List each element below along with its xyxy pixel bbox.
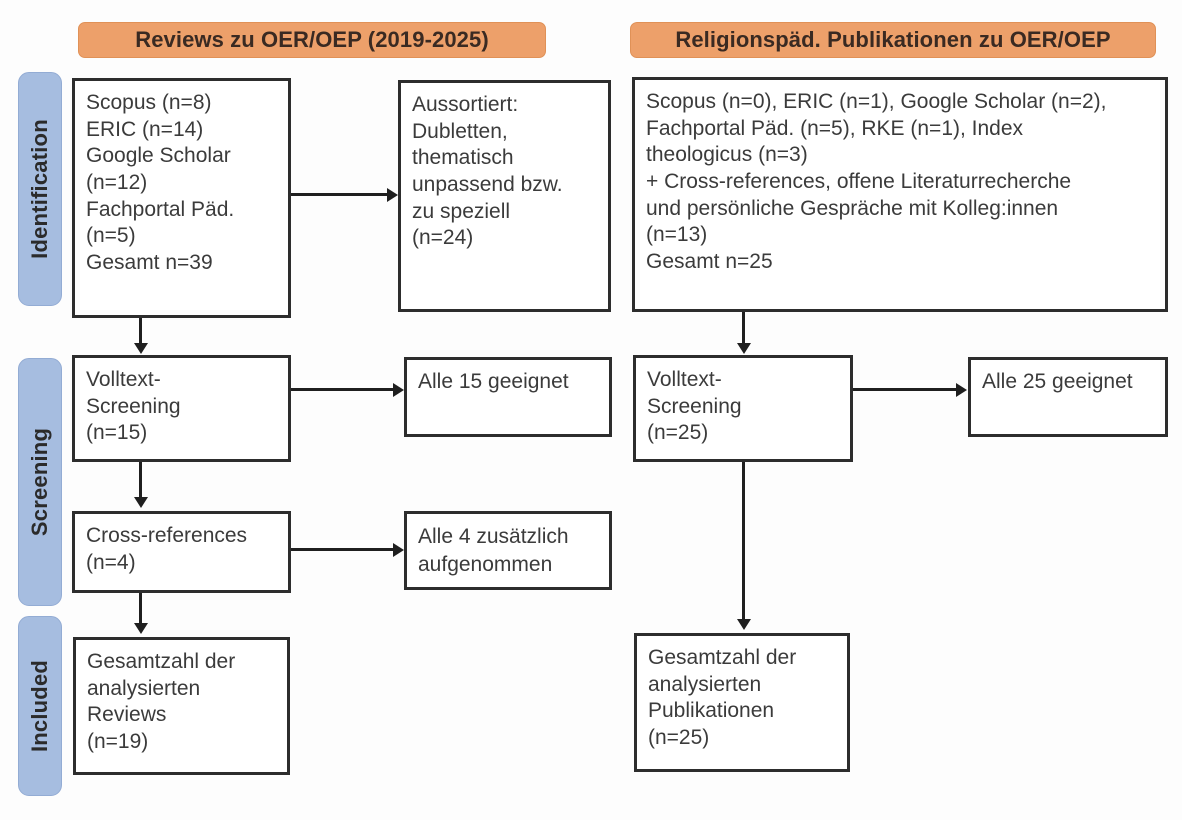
arrowhead-right-sources-to-fulltext — [737, 343, 751, 354]
column-header-reviews-label: Reviews zu OER/OEP (2019-2025) — [135, 27, 489, 52]
box-left-included-total: Gesamtzahl der analysierten Reviews (n=1… — [73, 637, 290, 775]
arrowhead-left-crossrefs-to-included — [134, 623, 148, 634]
arrowhead-right-fulltext-to-result — [956, 383, 967, 397]
stage-label-screening-text: Screening — [27, 427, 53, 537]
connector-right-sources-to-fulltext — [742, 312, 745, 344]
column-header-religionspaed-label: Religionspäd. Publikationen zu OER/OEP — [675, 27, 1111, 52]
box-left-fulltext-result: Alle 15 geeignet — [404, 357, 612, 437]
box-left-crossreferences-result: Alle 4 zusätzlich aufgenommen — [404, 511, 612, 590]
column-header-reviews: Reviews zu OER/OEP (2019-2025) — [78, 22, 546, 58]
stage-label-included: Included — [18, 616, 62, 796]
connector-left-fulltext-to-result — [291, 388, 393, 391]
connector-left-crossrefs-to-included — [139, 593, 142, 624]
connector-right-fulltext-to-result — [853, 388, 956, 391]
box-left-sources: Scopus (n=8) ERIC (n=14) Google Scholar … — [72, 78, 291, 318]
arrowhead-left-sources-to-fulltext — [134, 343, 148, 354]
stage-label-screening: Screening — [18, 358, 62, 606]
column-header-religionspaed: Religionspäd. Publikationen zu OER/OEP — [630, 22, 1156, 58]
connector-left-fulltext-to-crossrefs — [139, 462, 142, 498]
box-right-sources: Scopus (n=0), ERIC (n=1), Google Scholar… — [632, 77, 1168, 312]
stage-label-identification-text: Identification — [27, 119, 53, 259]
box-left-crossreferences: Cross-references (n=4) — [72, 511, 291, 593]
box-left-excluded: Aussortiert: Dubletten, thematisch unpas… — [398, 80, 611, 312]
box-right-included-total: Gesamtzahl der analysierten Publikatione… — [634, 633, 850, 772]
arrowhead-right-fulltext-to-included — [737, 619, 751, 630]
arrowhead-left-sources-to-excluded — [387, 188, 398, 202]
connector-left-crossrefs-to-result — [291, 548, 393, 551]
connector-left-sources-to-fulltext — [139, 318, 142, 344]
stage-label-included-text: Included — [27, 659, 52, 753]
box-left-fulltext-screening: Volltext- Screening (n=15) — [72, 355, 291, 462]
connector-left-sources-to-excluded — [291, 193, 387, 196]
box-right-fulltext-result: Alle 25 geeignet — [968, 357, 1168, 437]
connector-right-fulltext-to-included — [742, 462, 745, 620]
arrowhead-left-fulltext-to-result — [393, 383, 404, 397]
arrowhead-left-fulltext-to-crossrefs — [134, 497, 148, 508]
stage-label-identification: Identification — [18, 72, 62, 306]
arrowhead-left-crossrefs-to-result — [393, 543, 404, 557]
box-right-fulltext-screening: Volltext- Screening (n=25) — [633, 355, 853, 462]
